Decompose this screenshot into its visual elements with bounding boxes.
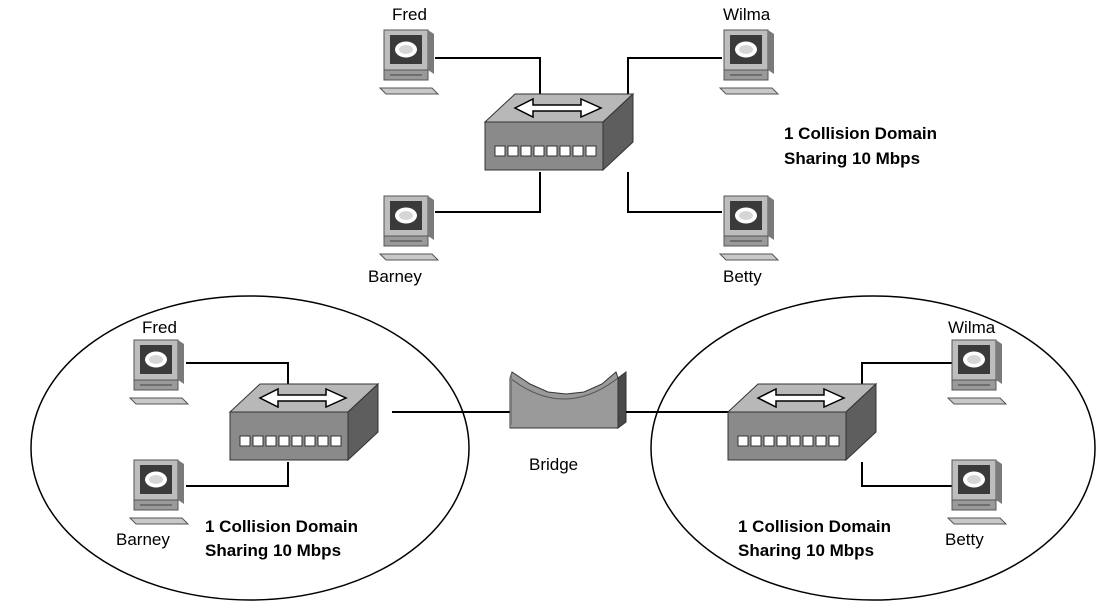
fred-hub-cable — [435, 57, 541, 105]
station-label-barney: Barney — [368, 267, 422, 286]
station-label-wilma: Wilma — [723, 5, 771, 24]
betty-hub-cable — [627, 172, 722, 213]
bridge: Bridge — [509, 371, 732, 474]
bandwidth-label: Sharing 10 Mbps — [784, 149, 920, 168]
workstation-icon — [947, 459, 1007, 525]
collision-domain-label: 1 Collision Domain — [205, 517, 358, 536]
station-label-fred: Fred — [142, 318, 177, 337]
workstation-icon — [129, 459, 189, 525]
station-label-barney: Barney — [116, 530, 170, 549]
station-label-fred: Fred — [392, 5, 427, 24]
station-label-wilma: Wilma — [948, 318, 996, 337]
hub-icon — [229, 383, 379, 461]
workstation-icon — [719, 29, 779, 95]
workstation-icon — [129, 339, 189, 405]
station-label-betty: Betty — [945, 530, 984, 549]
bridge-icon — [509, 371, 627, 429]
left-network: Fred Barney 1 Collision Domain Sharing 1… — [30, 295, 510, 601]
bridge-label: Bridge — [529, 455, 578, 474]
barney-hub-cable — [435, 172, 541, 213]
hub-icon — [727, 383, 877, 461]
collision-domain-label: 1 Collision Domain — [784, 124, 937, 143]
top-network: Fred Wilma Barney Betty 1 Collision Doma… — [368, 5, 937, 286]
bandwidth-label: Sharing 10 Mbps — [205, 541, 341, 560]
betty-hub-cable — [861, 462, 952, 487]
workstation-icon — [719, 195, 779, 261]
bandwidth-label: Sharing 10 Mbps — [738, 541, 874, 560]
barney-hub-cable — [186, 462, 289, 487]
collision-domain-label: 1 Collision Domain — [738, 517, 891, 536]
collision-domain-ellipse — [30, 295, 470, 601]
workstation-icon — [379, 195, 439, 261]
workstation-icon — [947, 339, 1007, 405]
workstation-icon — [379, 29, 439, 95]
station-label-betty: Betty — [723, 267, 762, 286]
wilma-hub-cable — [861, 362, 952, 390]
fred-hub-cable — [186, 362, 289, 388]
hub-icon — [484, 93, 634, 171]
right-network: Wilma Betty 1 Collision Domain Sharing 1… — [650, 295, 1096, 601]
wilma-hub-cable — [627, 57, 722, 105]
collision-domain-ellipse — [650, 295, 1096, 601]
